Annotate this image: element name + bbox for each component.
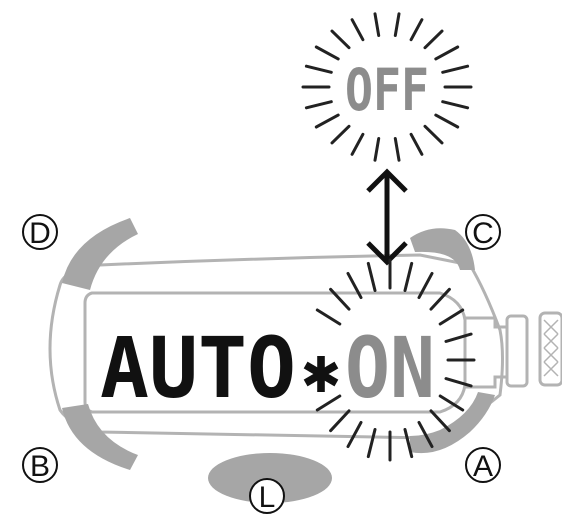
flash-ray xyxy=(346,271,363,300)
flash-ray xyxy=(393,137,401,162)
flash-ray xyxy=(373,137,381,162)
flash-ray xyxy=(329,287,351,311)
flash-ray xyxy=(444,332,473,343)
flash-ray xyxy=(434,113,460,129)
button-label-l: L xyxy=(249,478,285,514)
flash-ray xyxy=(429,287,451,311)
lcd-on-text: ON xyxy=(345,319,435,417)
button-l-light[interactable] xyxy=(208,453,332,503)
flash-ray xyxy=(315,394,342,412)
flash-ray xyxy=(304,100,333,110)
flash-ray xyxy=(423,124,444,145)
flash-ray xyxy=(304,64,333,74)
button-label-b: B xyxy=(22,447,58,483)
flash-ray xyxy=(366,261,377,292)
button-letter-l: L xyxy=(259,481,276,514)
lcd-asterisk-icon: ✱ xyxy=(302,334,340,408)
flash-ray xyxy=(434,45,460,61)
crown-knob[interactable] xyxy=(538,311,562,387)
flash-ray xyxy=(441,64,470,74)
button-letter-a: A xyxy=(473,450,493,483)
button-letter-d: D xyxy=(29,217,51,250)
flash-ray xyxy=(441,100,470,110)
crown-stem[interactable] xyxy=(465,316,509,389)
flash-ray xyxy=(393,12,401,37)
button-c-top-right[interactable] xyxy=(410,228,475,270)
flash-ray xyxy=(366,428,377,459)
flash-ray xyxy=(403,428,414,459)
popup-off-text: OFF xyxy=(345,56,429,124)
watch-case-outline xyxy=(48,253,504,440)
flash-ray xyxy=(314,45,340,61)
button-label-d: D xyxy=(22,214,58,250)
button-label-a: A xyxy=(465,447,501,483)
flash-ray xyxy=(315,308,342,326)
flash-ray xyxy=(329,409,351,433)
flash-ray xyxy=(346,420,363,449)
button-letter-b: B xyxy=(30,450,50,483)
flash-ray xyxy=(438,394,465,412)
flash-ray xyxy=(423,29,444,50)
flash-ray xyxy=(438,308,465,326)
flash-ray xyxy=(417,420,434,449)
flash-ray xyxy=(409,18,424,42)
flash-rays-off xyxy=(301,12,473,162)
button-b-bottom-left[interactable] xyxy=(62,404,138,470)
button-letter-c: C xyxy=(472,217,494,250)
flash-ray xyxy=(330,124,351,145)
flash-ray xyxy=(409,132,424,156)
button-d-top-left[interactable] xyxy=(62,218,138,290)
flash-ray xyxy=(417,271,434,300)
flash-ray xyxy=(314,113,340,129)
lcd-auto-label: AUTO xyxy=(100,319,296,417)
button-a-bottom-right[interactable] xyxy=(410,392,495,454)
crown-connector xyxy=(505,314,529,388)
button-label-c: C xyxy=(465,214,501,250)
flash-ray xyxy=(373,12,381,37)
flash-ray xyxy=(444,377,473,388)
lcd-frame xyxy=(83,291,467,414)
flash-ray xyxy=(350,132,365,156)
flash-ray xyxy=(330,29,351,50)
toggle-arrow-icon xyxy=(366,168,408,266)
flash-ray xyxy=(429,409,451,433)
flash-ray xyxy=(403,261,414,292)
flash-ray xyxy=(350,18,365,42)
flash-rays-on xyxy=(315,258,476,462)
